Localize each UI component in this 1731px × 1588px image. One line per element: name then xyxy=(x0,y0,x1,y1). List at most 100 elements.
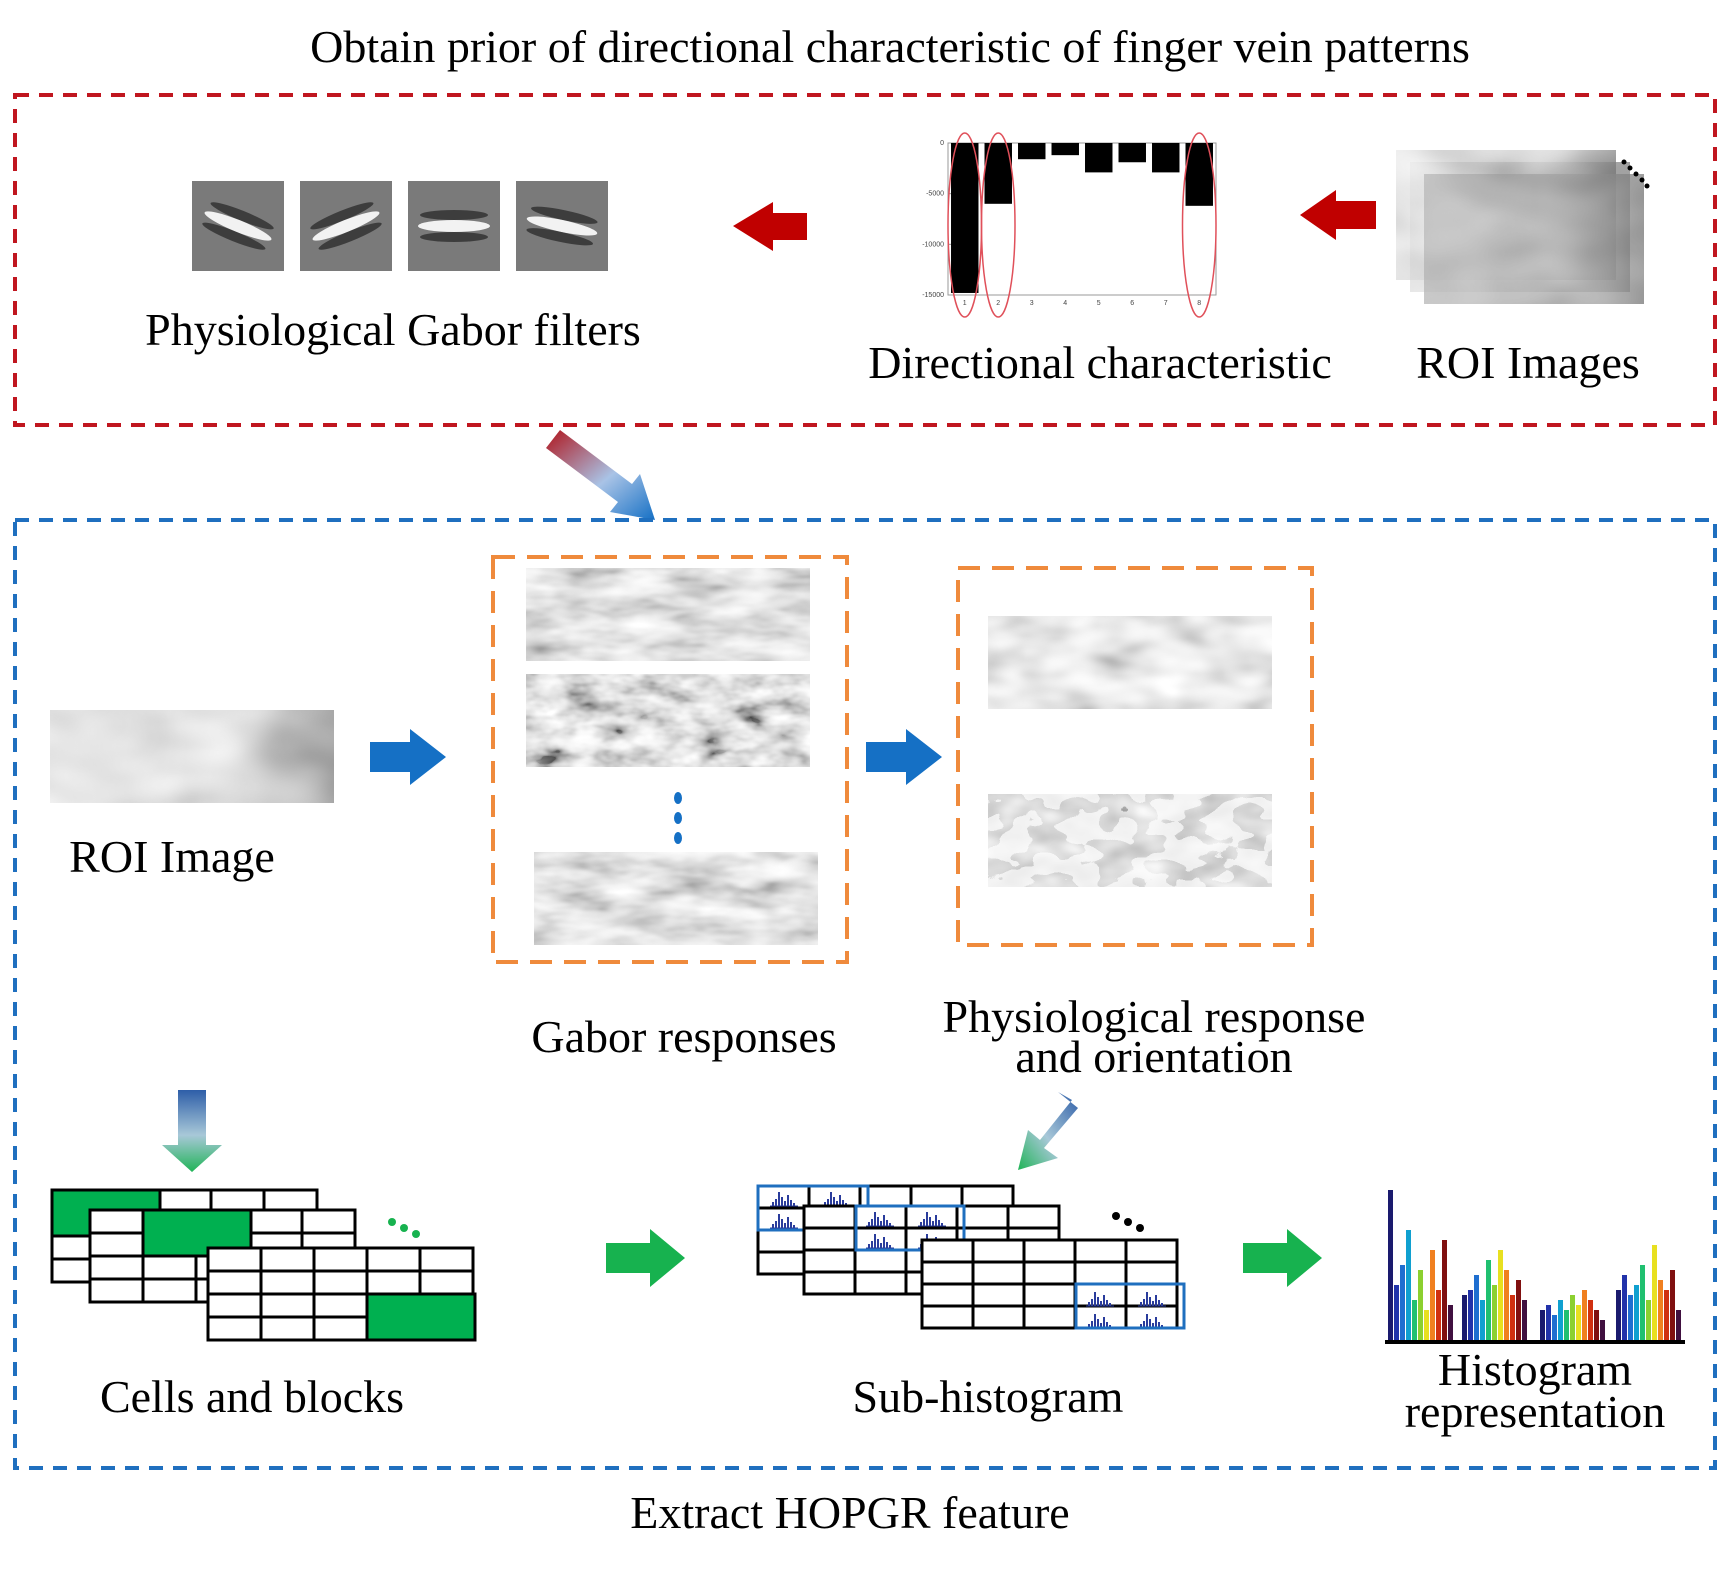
gabor-filter xyxy=(408,181,500,271)
histogram-bar xyxy=(1448,1305,1453,1340)
histogram-bar xyxy=(1576,1305,1581,1340)
x-tick-label: 7 xyxy=(1164,300,1168,307)
histogram-bar xyxy=(1442,1240,1447,1340)
histogram-bar xyxy=(1468,1290,1473,1340)
histogram-bar xyxy=(1546,1305,1551,1340)
more-dots-icon xyxy=(1112,1212,1144,1232)
bar xyxy=(1085,143,1113,173)
histogram-bar xyxy=(1622,1275,1627,1340)
histogram-bar xyxy=(1616,1290,1621,1340)
x-tick-label: 1 xyxy=(963,300,967,307)
y-tick-label: 0 xyxy=(940,140,944,147)
histogram-bar xyxy=(1430,1250,1435,1340)
green-arrow-right-icon xyxy=(1243,1229,1322,1287)
bar xyxy=(1118,143,1146,163)
histogram-bar xyxy=(1658,1280,1663,1340)
blue-arrow-right-icon xyxy=(866,729,942,785)
histogram-bar xyxy=(1640,1265,1645,1340)
histogram-bar xyxy=(1552,1315,1557,1340)
histogram-bar xyxy=(1540,1310,1545,1340)
diagram-title: Obtain prior of directional characterist… xyxy=(310,21,1470,72)
histogram-bar xyxy=(1670,1270,1675,1340)
histogram-bar xyxy=(1516,1280,1521,1340)
x-tick-label: 2 xyxy=(996,300,1000,307)
histogram-label-line1: Histogram xyxy=(1438,1344,1632,1395)
cells-and-blocks-grid xyxy=(50,1188,477,1342)
histogram-bar xyxy=(1570,1295,1575,1340)
histogram-bar xyxy=(1588,1300,1593,1340)
y-tick-label: -15000 xyxy=(922,292,944,299)
cells-and-blocks-label: Cells and blocks xyxy=(100,1371,404,1422)
gabor-filter xyxy=(192,181,284,271)
diagram-footer: Extract HOPGR feature xyxy=(630,1487,1069,1538)
histogram-bar xyxy=(1646,1300,1651,1340)
more-dots-icon xyxy=(1621,159,1650,189)
gabor-responses-box xyxy=(491,555,849,964)
histogram-bar xyxy=(1664,1290,1669,1340)
gabor-filter-bank xyxy=(192,181,608,271)
bar xyxy=(1185,143,1213,206)
physiological-response-images xyxy=(988,616,1272,887)
red-arrow-left-icon xyxy=(1300,190,1376,240)
histogram-bar xyxy=(1676,1310,1681,1340)
x-tick-label: 6 xyxy=(1130,300,1134,307)
mini-histogram-icon xyxy=(770,1192,798,1207)
y-tick-label: -10000 xyxy=(922,241,944,248)
roi-image-label: ROI Image xyxy=(69,831,275,882)
physiological-response-box xyxy=(956,566,1314,947)
mini-histogram-icon xyxy=(918,1212,946,1227)
down-left-arrow-icon xyxy=(1018,1092,1078,1170)
bar xyxy=(1051,143,1079,156)
histogram-bar xyxy=(1498,1250,1503,1340)
histogram-bar xyxy=(1652,1245,1657,1340)
histogram-bar xyxy=(1594,1310,1599,1340)
histogram-bar xyxy=(1406,1230,1411,1340)
histogram-bar xyxy=(1418,1270,1423,1340)
more-dots-icon xyxy=(388,1218,420,1238)
bar xyxy=(984,143,1012,204)
gabor-filter xyxy=(516,181,608,271)
roi-image-stack xyxy=(1396,150,1650,304)
red-arrow-left-icon xyxy=(733,202,807,251)
red-to-blue-arrow-icon xyxy=(546,430,655,520)
histogram-bar xyxy=(1424,1310,1429,1340)
histogram-bar xyxy=(1492,1285,1497,1340)
directional-characteristic-label: Directional characteristic xyxy=(868,337,1332,388)
histogram-representation xyxy=(1385,1190,1685,1344)
gabor-responses-label: Gabor responses xyxy=(531,1011,836,1062)
mini-histogram-icon xyxy=(770,1214,798,1229)
histogram-bar xyxy=(1394,1285,1399,1340)
histogram-bar xyxy=(1628,1295,1633,1340)
mini-histogram-icon xyxy=(866,1212,894,1227)
gabor-filter xyxy=(300,181,392,271)
x-tick-label: 8 xyxy=(1197,300,1201,307)
sub-histogram-grid xyxy=(756,1184,1186,1330)
physiological-response-label-line1: Physiological response xyxy=(943,991,1366,1042)
extraction-stage-box xyxy=(13,518,1717,1470)
histogram-bar xyxy=(1474,1275,1479,1340)
block-highlight xyxy=(365,1292,477,1342)
x-tick-label: 4 xyxy=(1063,300,1067,307)
histogram-bar xyxy=(1634,1285,1639,1340)
histogram-bar xyxy=(1582,1290,1587,1340)
gabor-response-images xyxy=(526,568,818,945)
block-outline xyxy=(1074,1282,1186,1330)
histogram-bar xyxy=(1400,1265,1405,1340)
bar xyxy=(951,143,979,293)
y-tick-label: -5000 xyxy=(926,191,944,198)
histogram-bar xyxy=(1558,1300,1563,1340)
histogram-bar xyxy=(1388,1190,1393,1340)
histogram-bar xyxy=(1600,1320,1605,1340)
roi-image xyxy=(50,710,334,803)
gabor-filters-label: Physiological Gabor filters xyxy=(145,304,641,355)
histogram-bar xyxy=(1486,1260,1491,1340)
histogram-bar xyxy=(1504,1270,1509,1340)
grid-sheet xyxy=(920,1238,1179,1330)
histogram-label-line2: representation xyxy=(1405,1386,1666,1437)
histogram-bar xyxy=(1412,1300,1417,1340)
prior-stage-box xyxy=(13,93,1717,427)
x-tick-label: 5 xyxy=(1097,300,1101,307)
physiological-response-label-line2: and orientation xyxy=(1015,1031,1292,1082)
